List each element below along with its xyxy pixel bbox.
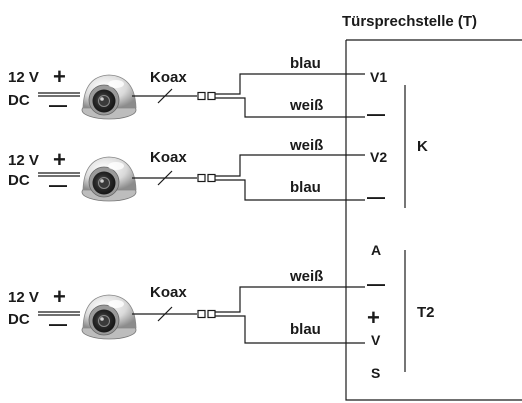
coax-label: Koax	[150, 69, 187, 86]
minus-sign: —	[49, 95, 67, 115]
dome-camera-icon	[81, 294, 137, 340]
power-label: 12 V	[8, 69, 39, 86]
terminal-minus-1: —	[367, 104, 385, 124]
power-label: 12 V	[8, 152, 39, 169]
dc-label: DC	[8, 92, 30, 109]
wire-color-bottom: blau	[290, 321, 321, 338]
terminal-s: S	[371, 365, 380, 381]
signal-wire	[215, 154, 365, 177]
wire-color-top: weiß	[289, 268, 323, 285]
ground-wire	[215, 315, 365, 344]
terminal-v: V	[371, 332, 381, 348]
wire-color-bottom: weiß	[289, 97, 323, 114]
plus-sign: +	[53, 284, 66, 309]
coax-connector	[207, 309, 216, 319]
terminal-v1: V1	[370, 69, 387, 85]
terminal-minus-3: —	[367, 274, 385, 294]
terminal-v2: V2	[370, 149, 387, 165]
terminal-minus-2: —	[367, 187, 385, 207]
coax-connector	[207, 91, 216, 101]
dome-camera-icon	[81, 156, 137, 202]
signal-wire	[215, 73, 365, 95]
camera-row-3: 12 V + DC — Koax weiß blau	[8, 268, 365, 344]
power-label: 12 V	[8, 289, 39, 306]
group-t2-label: T2	[417, 304, 435, 321]
coax-connector	[197, 173, 206, 183]
camera-row-1: 12 V + DC — Koax blau weiß	[8, 55, 365, 120]
minus-sign: —	[49, 314, 67, 334]
coax-connector	[197, 309, 206, 319]
coax-slash	[157, 306, 173, 322]
wire-color-top: weiß	[289, 137, 323, 154]
coax-connector	[207, 173, 216, 183]
signal-wire	[215, 286, 365, 313]
terminal-plus: +	[367, 305, 380, 330]
group-k-label: K	[417, 138, 428, 155]
plus-sign: +	[53, 147, 66, 172]
coax-label: Koax	[150, 149, 187, 166]
coax-label: Koax	[150, 284, 187, 301]
dome-camera-icon	[81, 74, 137, 120]
coax-slash	[157, 88, 173, 104]
minus-sign: —	[49, 175, 67, 195]
ground-wire	[215, 179, 365, 201]
wire-color-top: blau	[290, 55, 321, 72]
station-title: Türsprechstelle (T)	[342, 13, 477, 30]
ground-wire	[215, 97, 365, 118]
wire-color-bottom: blau	[290, 179, 321, 196]
coax-slash	[157, 170, 173, 186]
station-box	[345, 39, 522, 401]
terminal-a: A	[371, 242, 381, 258]
dc-label: DC	[8, 311, 30, 328]
plus-sign: +	[53, 64, 66, 89]
camera-row-2: 12 V + DC — Koax weiß blau	[8, 137, 365, 202]
coax-connector	[197, 91, 206, 101]
dc-label: DC	[8, 172, 30, 189]
